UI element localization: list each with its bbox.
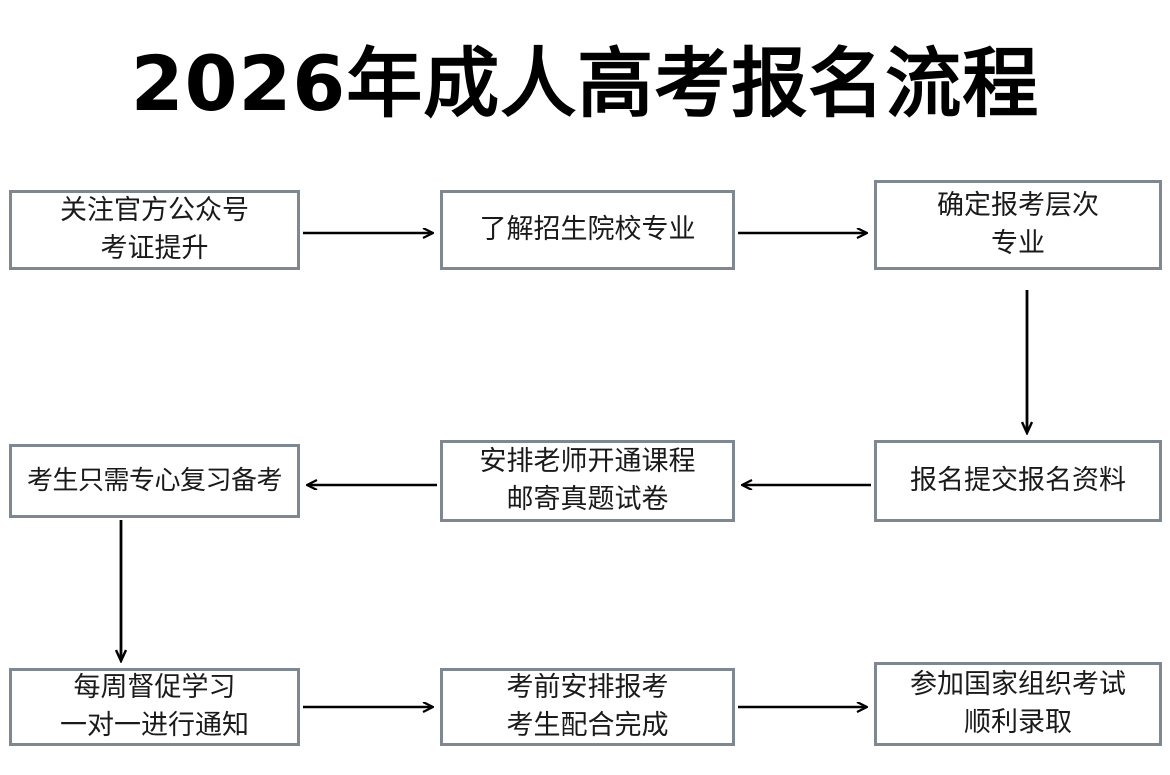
flow-node-line-2: 考生配合完成 bbox=[506, 710, 669, 741]
flow-node-line-2: 考证提升 bbox=[100, 233, 209, 264]
flow-node-weekly-study-supervision[interactable]: 每周督促学习 一对一进行通知 bbox=[9, 668, 300, 746]
flow-node-submit-registration-materials[interactable]: 报名提交报名资料 bbox=[874, 440, 1162, 522]
flow-node-teacher-opens-course[interactable]: 安排老师开通课程 邮寄真题试卷 bbox=[440, 440, 735, 522]
flow-node-pre-exam-registration[interactable]: 考前安排报考 考生配合完成 bbox=[440, 668, 735, 746]
flow-node-line-2: 邮寄真题试卷 bbox=[506, 484, 669, 515]
flow-node-take-national-exam[interactable]: 参加国家组织考试 顺利录取 bbox=[874, 662, 1162, 746]
flow-node-line-1: 确定报考层次 bbox=[937, 190, 1099, 221]
flow-node-line-1: 报名提交报名资料 bbox=[910, 465, 1126, 496]
flow-node-line-2: 一对一进行通知 bbox=[60, 710, 249, 741]
flow-node-line-1: 参加国家组织考试 bbox=[910, 669, 1126, 700]
flow-node-focus-on-review[interactable]: 考生只需专心复习备考 bbox=[9, 444, 300, 518]
flow-node-follow-official-account[interactable]: 关注官方公众号 考证提升 bbox=[9, 190, 300, 270]
flow-node-line-1: 每周督促学习 bbox=[73, 672, 236, 703]
flow-node-line-1: 考前安排报考 bbox=[506, 672, 669, 703]
flow-node-learn-schools-majors[interactable]: 了解招生院校专业 bbox=[440, 190, 735, 270]
flow-node-line-1: 了解招生院校专业 bbox=[479, 214, 696, 245]
page-title: 2026年成人高考报名流程 bbox=[130, 39, 1040, 128]
flow-node-confirm-level-major[interactable]: 确定报考层次 专业 bbox=[874, 180, 1162, 270]
flow-node-line-2: 专业 bbox=[991, 228, 1045, 259]
flow-node-line-1: 安排老师开通课程 bbox=[479, 446, 696, 477]
flow-node-line-1: 关注官方公众号 bbox=[60, 195, 249, 226]
flow-node-line-2: 顺利录取 bbox=[964, 707, 1072, 738]
flow-node-line-1: 考生只需专心复习备考 bbox=[26, 466, 283, 496]
